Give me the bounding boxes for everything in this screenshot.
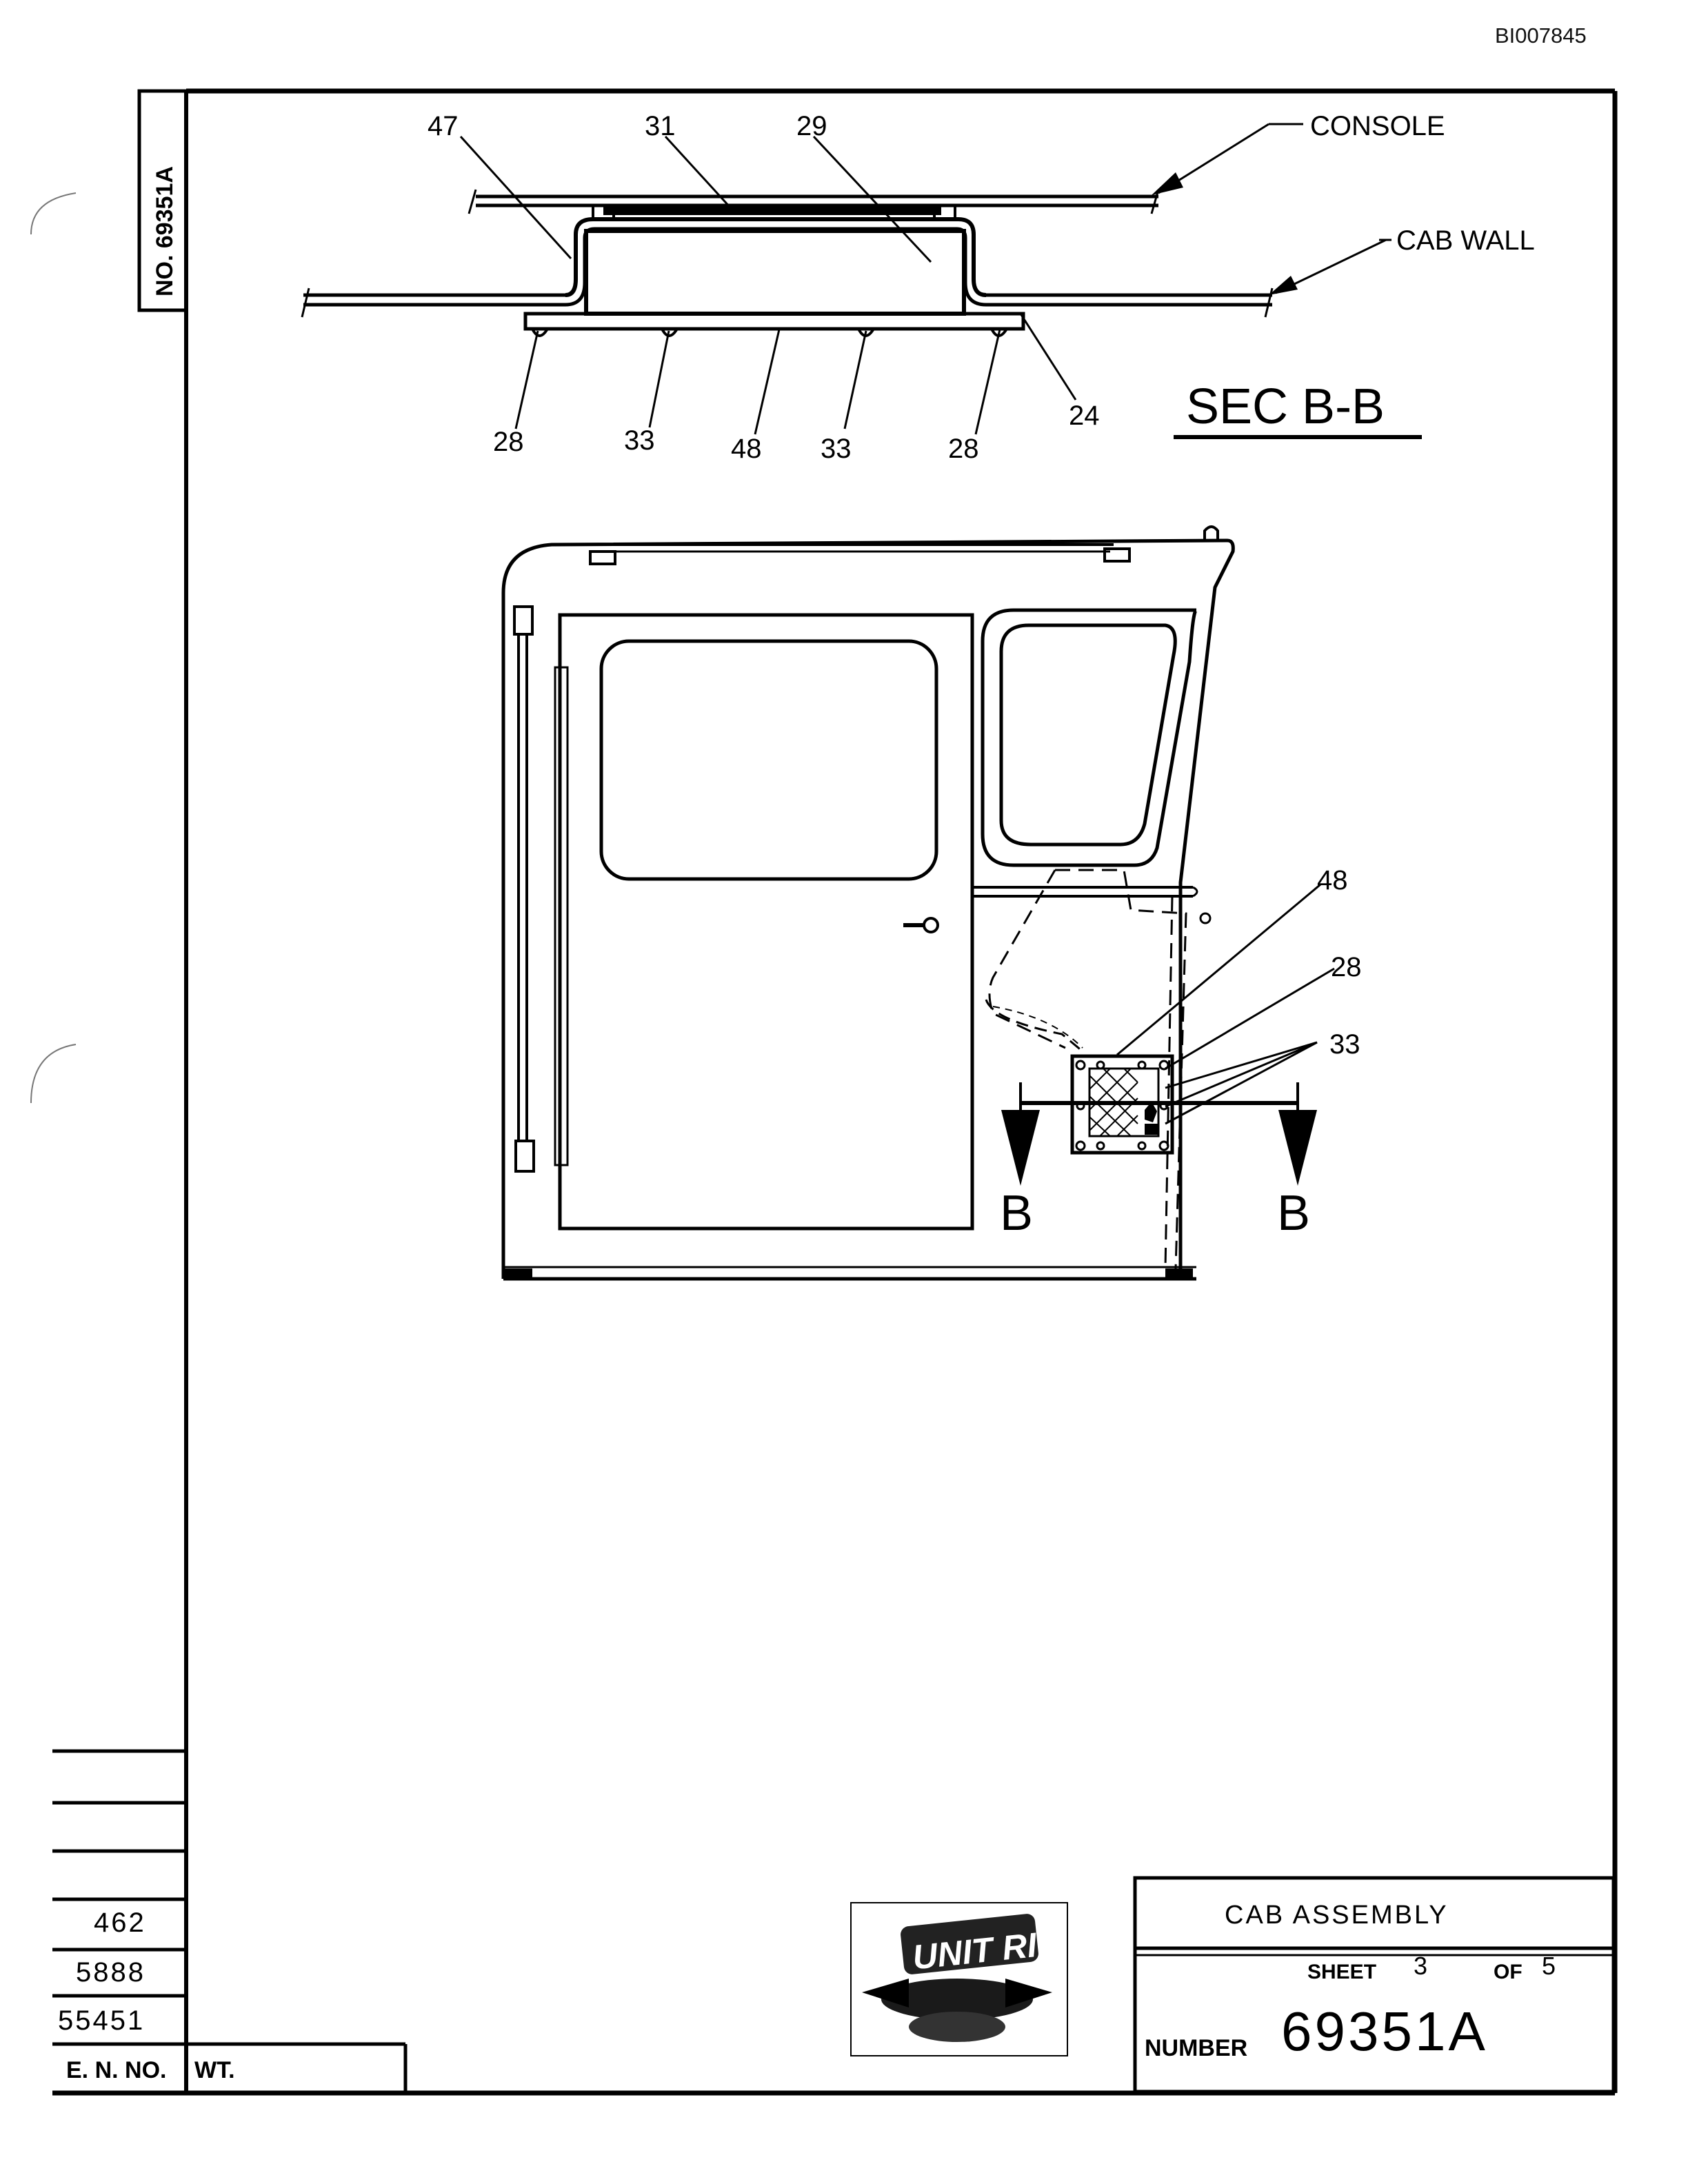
- total-sheets: 5: [1542, 1952, 1556, 1980]
- section-marker-right: B: [1277, 1186, 1310, 1241]
- callout-33-left: 33: [624, 425, 655, 456]
- callout-33-right: 33: [821, 434, 852, 464]
- cab-callout-48: 48: [1317, 865, 1348, 896]
- drawing-number: 69351A: [1281, 2001, 1488, 2062]
- revision-row-2: 5888: [76, 1957, 145, 1988]
- drawing-title: CAB ASSEMBLY: [1225, 1901, 1449, 1930]
- section-marker-left: B: [1000, 1186, 1033, 1241]
- scan-hole-marks: [30, 192, 77, 1104]
- callout-28-left: 28: [493, 427, 524, 457]
- unit-rig-logo: [850, 1902, 1068, 2056]
- cab-view-leader-lines: [1116, 883, 1335, 1125]
- callout-29: 29: [796, 111, 827, 141]
- revision-block-lines: [52, 1749, 408, 2093]
- cab-wall-label: CAB WALL: [1396, 225, 1535, 256]
- title-block-lines: [1133, 1876, 1616, 2094]
- of-label: OF: [1494, 1961, 1523, 1983]
- vertical-drawing-number: NO. 69351A: [152, 166, 178, 296]
- console-arrowhead: [1152, 172, 1183, 195]
- callout-24: 24: [1069, 401, 1100, 431]
- callout-28-right: 28: [948, 434, 979, 464]
- wt-label: WT.: [194, 2057, 235, 2083]
- section-title: SEC B-B: [1186, 379, 1385, 434]
- section-b-b-view: [301, 189, 1274, 337]
- cab-callout-33: 33: [1329, 1029, 1360, 1060]
- sheet-number: 3: [1414, 1952, 1427, 1980]
- sheet-label: SHEET: [1307, 1961, 1376, 1983]
- callout-47: 47: [428, 111, 459, 141]
- en-no-label: E. N. NO.: [66, 2057, 166, 2083]
- document-id: BI007845: [1495, 23, 1587, 48]
- number-label: NUMBER: [1145, 2035, 1247, 2061]
- console-label: CONSOLE: [1310, 111, 1445, 141]
- section-cut-arrows: [1001, 1082, 1317, 1186]
- cab-wall-arrowhead: [1269, 276, 1298, 295]
- cab-side-view: [501, 525, 1296, 1281]
- revision-row-3: 55451: [58, 2005, 145, 2036]
- cab-callout-28: 28: [1331, 952, 1362, 982]
- callout-48: 48: [731, 434, 762, 464]
- revision-row-1: 462: [94, 1908, 146, 1938]
- callout-31: 31: [645, 111, 676, 141]
